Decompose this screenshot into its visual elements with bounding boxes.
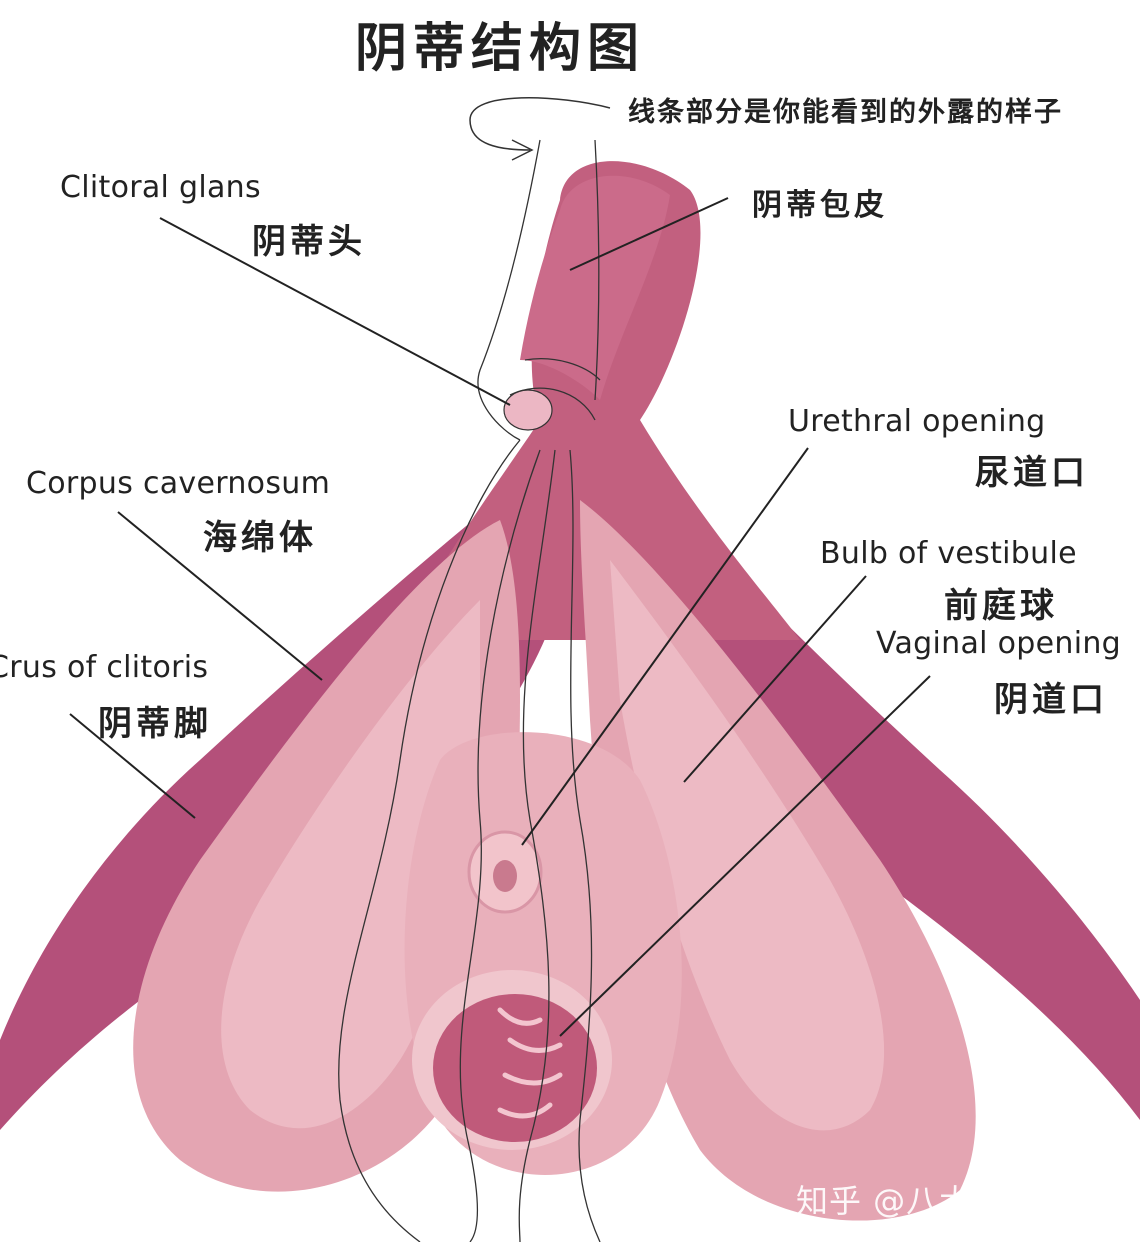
- arrowhead-icon: [511, 139, 534, 161]
- leader-clitoral-hood: [569, 197, 729, 271]
- urethral-opening-inner: [493, 860, 517, 892]
- vaginal-opening-shape: [433, 994, 597, 1142]
- label-crus-of-clitoris-zh: 阴蒂脚: [98, 704, 212, 744]
- leader-urethral-opening: [521, 447, 809, 846]
- label-vaginal-opening-en: Vaginal opening: [876, 626, 1121, 661]
- leader-crus-of-clitoris: [69, 713, 196, 819]
- leader-bulb-of-vestibule: [683, 575, 867, 783]
- watermark: 知乎 @八大处李一琳: [796, 1182, 1105, 1220]
- label-clitoral-hood-zh: 阴蒂包皮: [752, 188, 888, 223]
- note-arrow: [469, 97, 611, 151]
- leader-lines: [69, 197, 931, 1037]
- label-corpus-cavernosum-zh: 海绵体: [203, 518, 317, 558]
- label-corpus-cavernosum-en: Corpus cavernosum: [26, 466, 331, 501]
- leader-vaginal-opening: [559, 675, 931, 1037]
- leader-clitoral-glans: [159, 217, 511, 406]
- vaginal-ridges: [497, 1007, 563, 1119]
- crus-of-clitoris-shape: [0, 450, 1140, 1130]
- label-urethral-opening-en: Urethral opening: [788, 404, 1046, 439]
- clitoral-hood-shape: [520, 175, 670, 400]
- visible-outline-note: 线条部分是你能看到的外露的样子: [628, 97, 1063, 128]
- leader-corpus-cavernosum: [117, 511, 323, 681]
- label-urethral-opening-zh: 尿道口: [975, 453, 1089, 493]
- label-vaginal-opening-zh: 阴道口: [994, 680, 1108, 720]
- external-outline-lines: [338, 139, 601, 1242]
- label-clitoral-glans-zh: 阴蒂头: [252, 222, 366, 262]
- label-bulb-of-vestibule-en: Bulb of vestibule: [820, 536, 1077, 571]
- clitoral-glans-shape: [503, 389, 553, 431]
- label-crus-of-clitoris-en: Crus of clitoris: [0, 650, 209, 685]
- bulb-highlight-right: [610, 560, 885, 1131]
- page-title: 阴蒂结构图: [355, 19, 646, 79]
- label-bulb-of-vestibule-zh: 前庭球: [944, 586, 1058, 626]
- label-clitoral-glans-en: Clitoral glans: [60, 170, 261, 205]
